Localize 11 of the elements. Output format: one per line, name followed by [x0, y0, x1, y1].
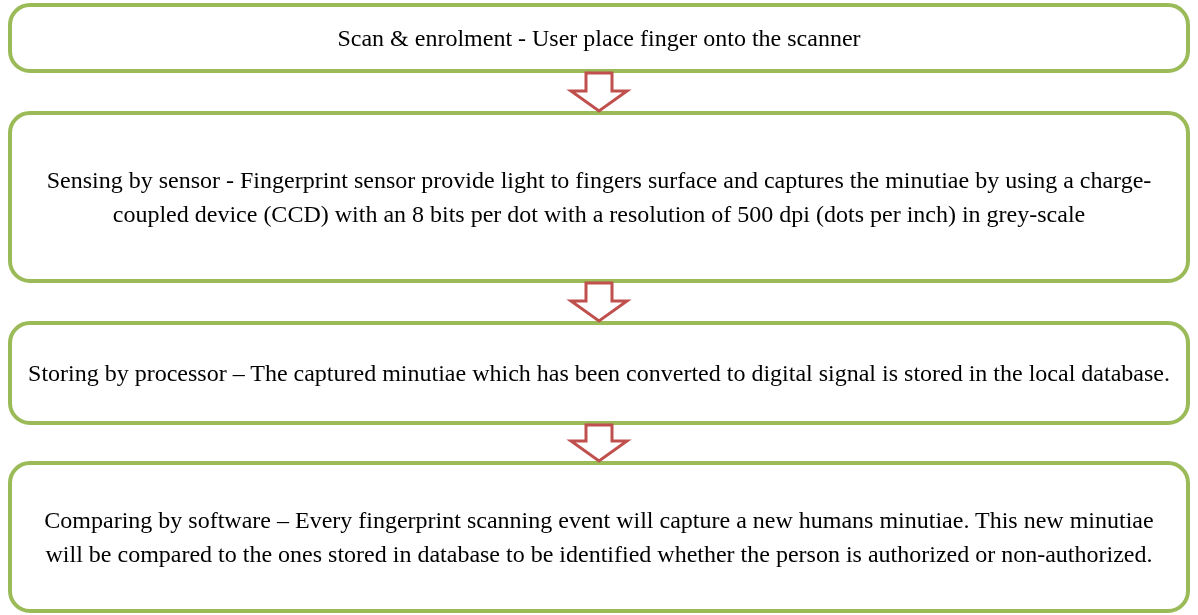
- step-text: Sensing by sensor - Fingerprint sensor provide light to fingers surface and captures the minutiae by using a charge-coupled device (CCD) with an 8 bits per dot with a resolution of 500 dpi (dots per inch) in grey-scale: [45, 166, 1153, 229]
- process-box: [8, 3, 1190, 73]
- process-box: [8, 321, 1190, 425]
- process-box: [8, 111, 1190, 283]
- step-text: Comparing by software – Every fingerprint scanning event will capture a new humans minutiae. This new minutiae will be compared to the ones stored in database to be identified whether the person is authorized or non-authorized.: [43, 506, 1155, 569]
- block-arrow: [566, 71, 632, 113]
- block-arrow: [566, 423, 632, 463]
- step-text: Storing by processor – The captured minutiae which has been converted to digital signal is stored in the local database.: [28, 359, 1170, 388]
- block-arrow: [566, 281, 632, 323]
- step-text: Scan & enrolment - User place finger onto the scanner: [336, 24, 862, 53]
- process-box: [8, 461, 1190, 613]
